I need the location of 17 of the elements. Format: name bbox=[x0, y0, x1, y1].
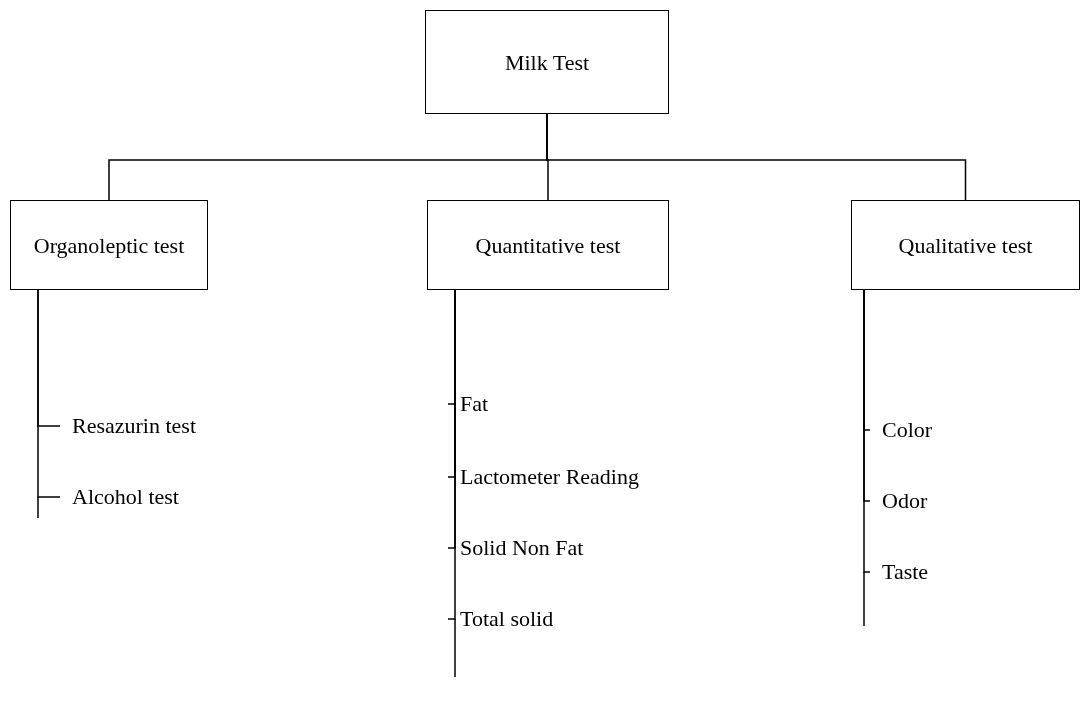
test-item-label: Resazurin test bbox=[60, 411, 197, 441]
category-box: Milk Test bbox=[425, 10, 669, 114]
connector-line bbox=[546, 113, 967, 201]
test-item-label: Total solid bbox=[448, 604, 554, 634]
test-item-label: Solid Non Fat bbox=[448, 533, 584, 563]
test-item-label: Taste bbox=[870, 557, 929, 587]
category-box: Quantitative test bbox=[427, 200, 669, 290]
category-box: Organoleptic test bbox=[10, 200, 208, 290]
test-item-label: Alcohol test bbox=[60, 482, 179, 512]
connector-line bbox=[37, 289, 61, 498]
test-item-label: Fat bbox=[448, 389, 489, 419]
connector-line bbox=[447, 289, 456, 620]
test-item-label: Odor bbox=[870, 486, 928, 516]
test-item-label: Lactometer Reading bbox=[448, 462, 639, 492]
category-box: Qualitative test bbox=[851, 200, 1080, 290]
test-item-label: Color bbox=[870, 415, 933, 445]
connector-line bbox=[863, 289, 871, 573]
